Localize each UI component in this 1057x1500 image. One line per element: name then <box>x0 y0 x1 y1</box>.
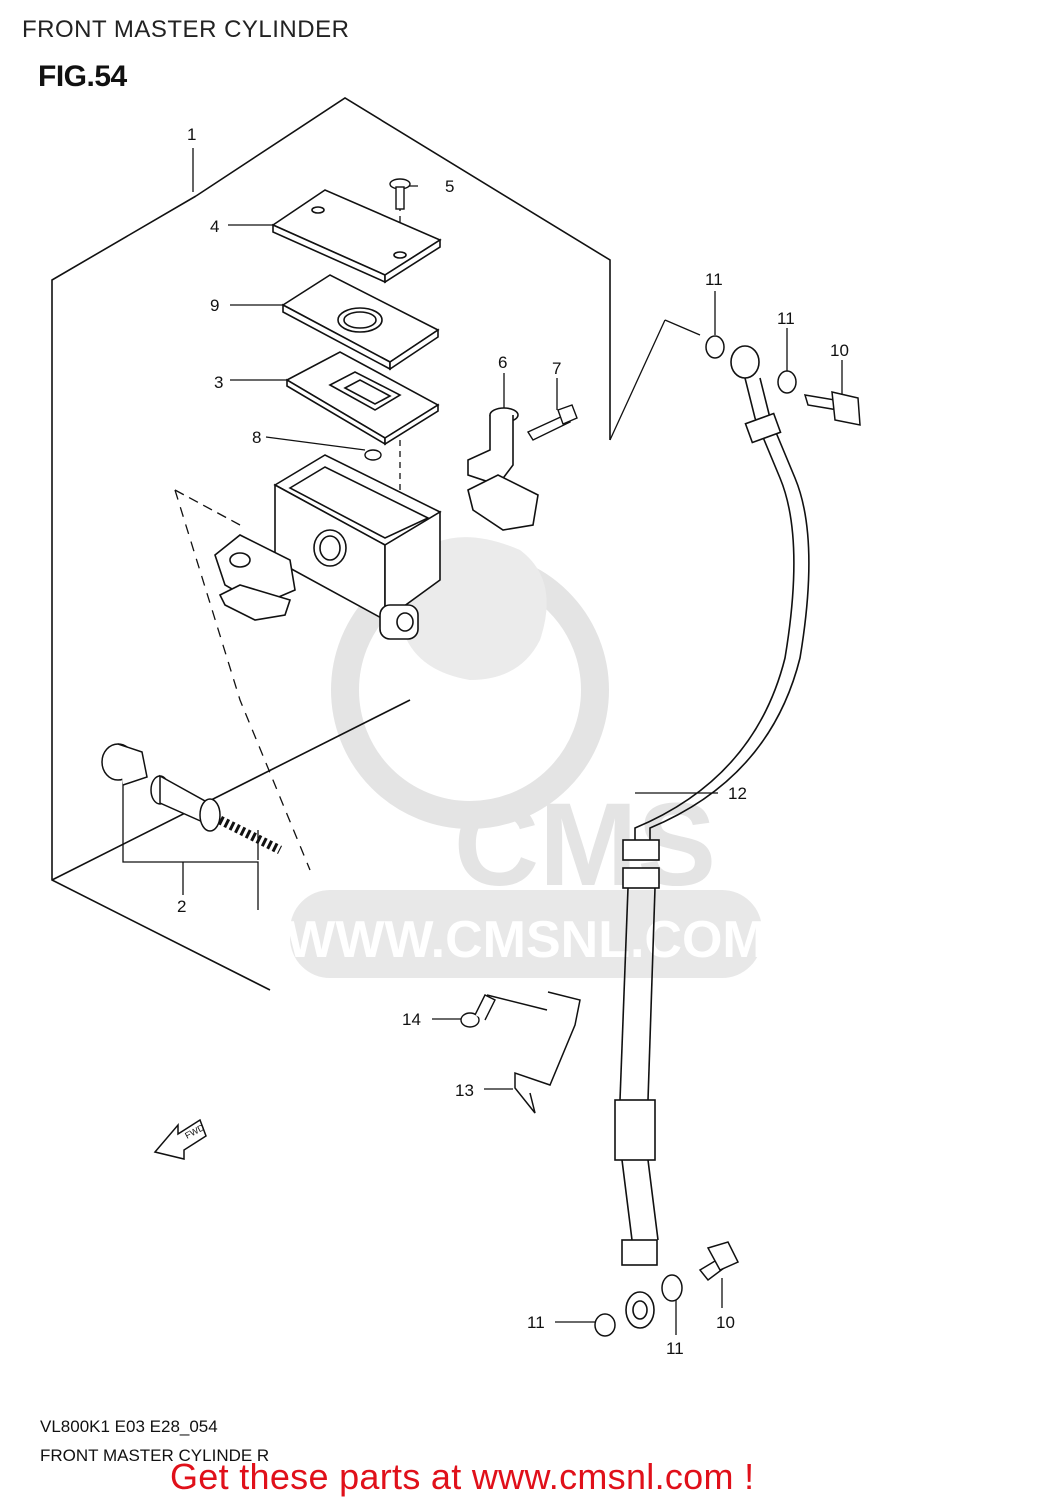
callout-1: 1 <box>187 125 196 144</box>
cap-screw <box>389 178 411 210</box>
callout-5: 5 <box>445 177 454 196</box>
watermark-logo: CMS <box>454 779 716 911</box>
cmsnl-link-text[interactable]: Get these parts at www.cmsnl.com ! <box>170 1456 755 1497</box>
callout-12: 12 <box>728 784 747 803</box>
callout-7: 7 <box>552 359 561 378</box>
callout-13: 13 <box>455 1081 474 1100</box>
bracket-bolt <box>460 994 496 1028</box>
footer-title: FRONT MASTER CYLINDE R <box>40 1446 270 1465</box>
callout-10-lower: 10 <box>716 1313 735 1332</box>
callout-10-upper: 10 <box>830 341 849 360</box>
forward-arrow-icon: FWD <box>153 1118 207 1160</box>
callout-4: 4 <box>210 217 219 236</box>
cmsnl-watermark: WWW.CMSNL.COM CMS <box>286 537 766 978</box>
reservoir-cap <box>271 189 442 284</box>
diaphragm <box>285 351 440 446</box>
union-bolts <box>698 391 861 1282</box>
callout-9: 9 <box>210 296 219 315</box>
brake-hose <box>614 345 810 1329</box>
callout-14: 14 <box>402 1010 421 1029</box>
watermark-url-band <box>290 890 762 978</box>
callout-11-a: 11 <box>705 270 723 289</box>
callout-11-d: 11 <box>666 1339 684 1358</box>
leader-lines <box>122 148 843 1335</box>
lever-holder <box>467 407 539 531</box>
figure-label: FIG.54 <box>38 60 127 93</box>
assembly-outline <box>51 97 611 991</box>
callout-8: 8 <box>252 428 261 447</box>
model-code: VL800K1 E03 E28_054 <box>40 1417 218 1436</box>
holder-bolt <box>526 404 578 441</box>
callout-labels: 1 2 3 4 5 6 7 8 9 10 10 11 11 11 11 12 1… <box>177 125 849 1358</box>
diaphragm-clip <box>364 449 382 461</box>
piston-set <box>101 743 283 855</box>
diaphragm-plate <box>281 274 440 371</box>
page-header-title: FRONT MASTER CYLINDER <box>22 16 350 43</box>
hose-bracket <box>486 991 581 1114</box>
callout-11-b: 11 <box>777 309 795 328</box>
callout-2: 2 <box>177 897 186 916</box>
sealing-washers <box>594 335 797 1337</box>
master-cylinder-body <box>214 454 442 640</box>
watermark-url: WWW.CMSNL.COM <box>286 911 765 969</box>
callout-11-c: 11 <box>527 1313 545 1332</box>
callout-3: 3 <box>214 373 223 392</box>
callout-6: 6 <box>498 353 507 372</box>
